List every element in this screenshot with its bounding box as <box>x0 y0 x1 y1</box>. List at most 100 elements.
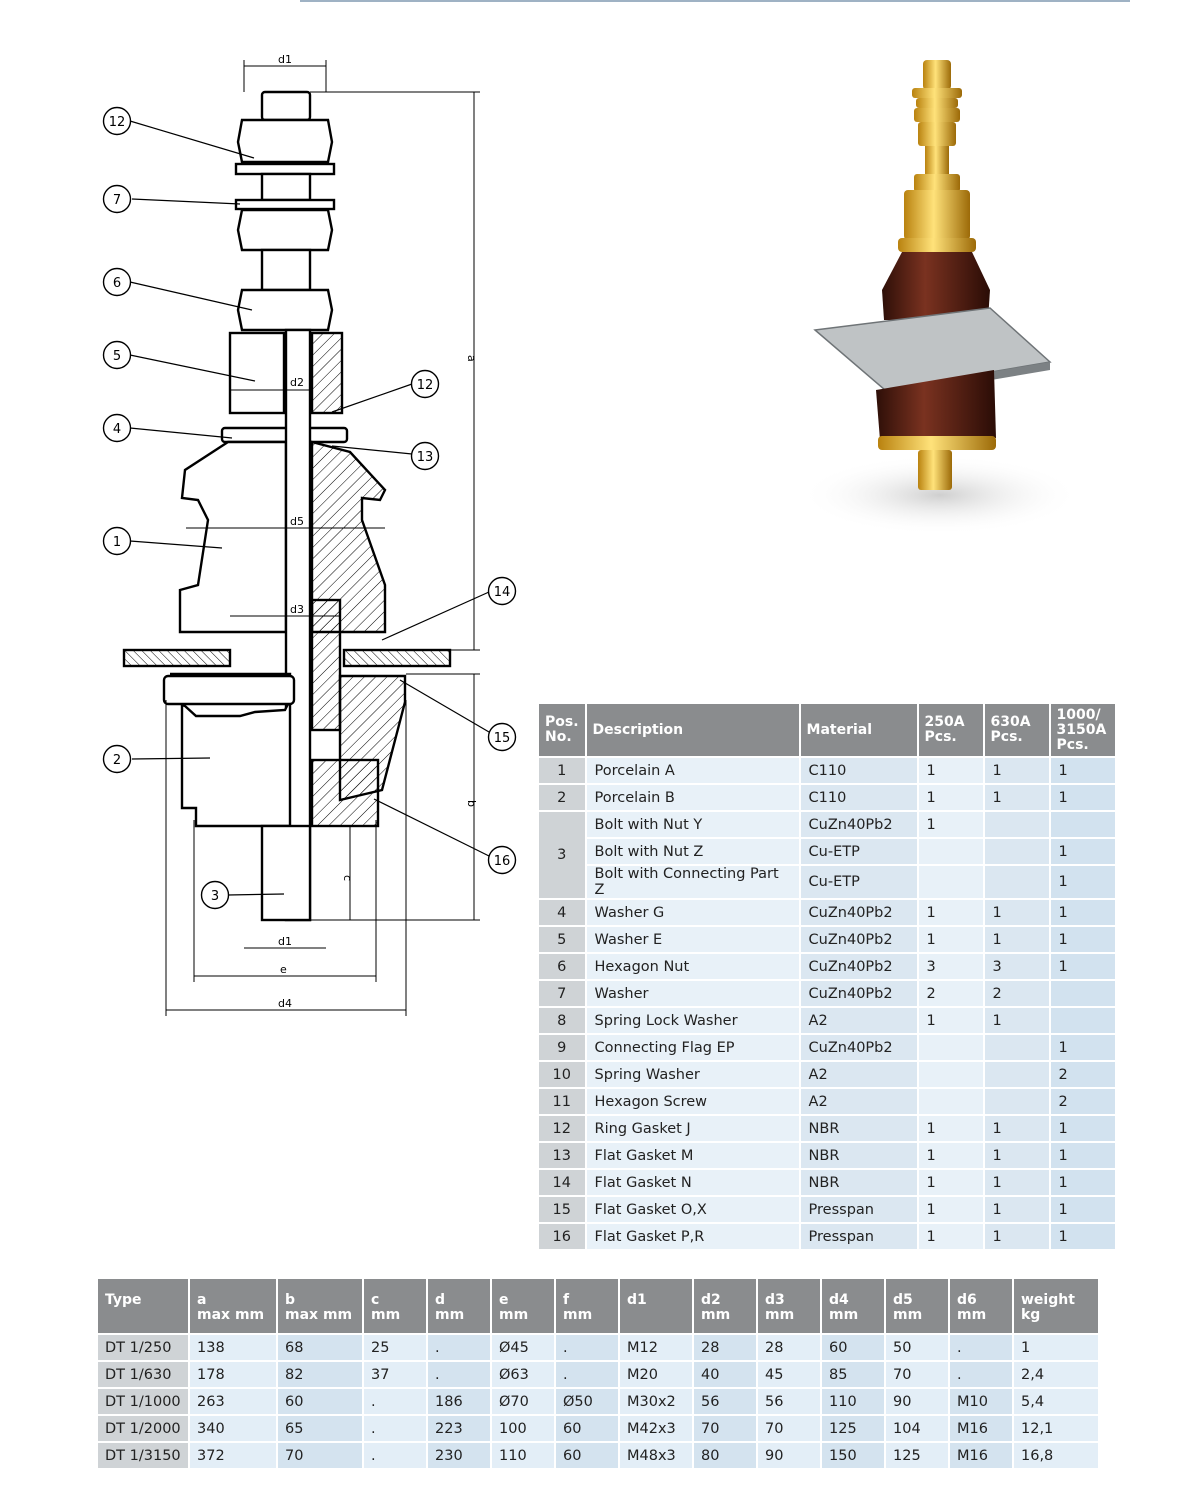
material-cell: Presspan <box>800 1224 917 1249</box>
material-cell: A2 <box>800 1089 917 1114</box>
description-cell: Flat Gasket N <box>586 1170 799 1195</box>
leader-lines <box>129 120 490 896</box>
dims-cell: 372 <box>190 1443 276 1468</box>
q250-cell: 3 <box>918 954 983 979</box>
dims-cell: 65 <box>278 1416 362 1441</box>
q630-cell <box>984 1035 1049 1060</box>
dims-cell: 125 <box>822 1416 884 1441</box>
description-cell: Washer <box>586 981 799 1006</box>
description-cell: Flat Gasket P,R <box>586 1224 799 1249</box>
pos-cell: 4 <box>539 900 585 925</box>
callout-3: 3 <box>211 889 219 904</box>
dims-cell: M16 <box>950 1416 1012 1441</box>
dims-cell: 12,1 <box>1014 1416 1098 1441</box>
col-630a-header: 630A Pcs. <box>984 704 1049 756</box>
dims-cell: 60 <box>278 1389 362 1414</box>
description-cell: Bolt with Connecting Part Z <box>586 866 799 898</box>
pos-cell: 8 <box>539 1008 585 1033</box>
q250-cell: 1 <box>918 1143 983 1168</box>
callout-1: 1 <box>113 535 121 550</box>
q630-cell: 1 <box>984 785 1049 810</box>
description-cell: Flat Gasket M <box>586 1143 799 1168</box>
dims-cell: . <box>428 1335 490 1360</box>
dims-cell: 230 <box>428 1443 490 1468</box>
dimension-lines <box>165 60 480 1016</box>
q3150-cell: 1 <box>1050 1197 1115 1222</box>
dims-cell: 100 <box>492 1416 554 1441</box>
dim-label-d1-top: d1 <box>278 53 292 66</box>
dims-col-header: d6 mm <box>950 1279 1012 1333</box>
q250-cell: 1 <box>918 1170 983 1195</box>
col-3150a-header: 1000/ 3150A Pcs. <box>1050 704 1115 756</box>
q630-cell: 1 <box>984 927 1049 952</box>
material-cell: CuZn40Pb2 <box>800 954 917 979</box>
pos-cell: 9 <box>539 1035 585 1060</box>
bushing-product-image <box>800 60 1080 535</box>
dims-cell: 90 <box>758 1443 820 1468</box>
callout-12: 12 <box>417 378 434 393</box>
dims-cell: 28 <box>758 1335 820 1360</box>
description-cell: Connecting Flag EP <box>586 1035 799 1060</box>
material-cell: NBR <box>800 1170 917 1195</box>
dims-cell: Ø63 <box>492 1362 554 1387</box>
material-cell: CuZn40Pb2 <box>800 927 917 952</box>
material-cell: CuZn40Pb2 <box>800 1035 917 1060</box>
dims-cell: 82 <box>278 1362 362 1387</box>
q250-cell: 1 <box>918 785 983 810</box>
description-cell: Washer G <box>586 900 799 925</box>
col-material-header: Material <box>800 704 917 756</box>
q3150-cell <box>1050 812 1115 837</box>
dims-cell: 70 <box>694 1416 756 1441</box>
dims-cell: 263 <box>190 1389 276 1414</box>
dim-label-d2: d2 <box>290 376 304 389</box>
description-cell: Bolt with Nut Z <box>586 839 799 864</box>
q250-cell: 1 <box>918 900 983 925</box>
dims-cell: M10 <box>950 1389 1012 1414</box>
dim-label-d4: d4 <box>278 997 292 1010</box>
parts-table: Pos. No. Description Material 250A Pcs. … <box>537 702 1117 1251</box>
dims-cell: 70 <box>758 1416 820 1441</box>
cross-section-drawing: d1 d2 d5 d3 d1 e d4 a b c 12 7 6 5 4 1 2… <box>102 53 517 1016</box>
description-cell: Spring Washer <box>586 1062 799 1087</box>
description-cell: Ring Gasket J <box>586 1116 799 1141</box>
q3150-cell <box>1050 1008 1115 1033</box>
q3150-cell: 1 <box>1050 1170 1115 1195</box>
pos-cell: 11 <box>539 1089 585 1114</box>
q630-cell <box>984 812 1049 837</box>
dims-cell: 1 <box>1014 1335 1098 1360</box>
dims-cell: . <box>556 1335 618 1360</box>
pos-cell: 7 <box>539 981 585 1006</box>
pos-cell: 16 <box>539 1224 585 1249</box>
dims-cell: M16 <box>950 1443 1012 1468</box>
callout-16: 16 <box>494 854 511 869</box>
dims-col-header: d4 mm <box>822 1279 884 1333</box>
dims-cell: 340 <box>190 1416 276 1441</box>
callout-2: 2 <box>113 753 121 768</box>
dims-cell: 90 <box>886 1389 948 1414</box>
callout-7: 7 <box>113 193 121 208</box>
material-cell: CuZn40Pb2 <box>800 900 917 925</box>
dims-cell: 110 <box>822 1389 884 1414</box>
dims-col-header: b max mm <box>278 1279 362 1333</box>
dims-cell: 70 <box>278 1443 362 1468</box>
q3150-cell: 1 <box>1050 954 1115 979</box>
pos-cell: 5 <box>539 927 585 952</box>
col-description-header: Description <box>586 704 799 756</box>
dims-cell: 60 <box>556 1416 618 1441</box>
material-cell: Cu-ETP <box>800 839 917 864</box>
type-cell: DT 1/630 <box>98 1362 188 1387</box>
dim-label-e: e <box>280 963 287 976</box>
dims-col-header: weight kg <box>1014 1279 1098 1333</box>
